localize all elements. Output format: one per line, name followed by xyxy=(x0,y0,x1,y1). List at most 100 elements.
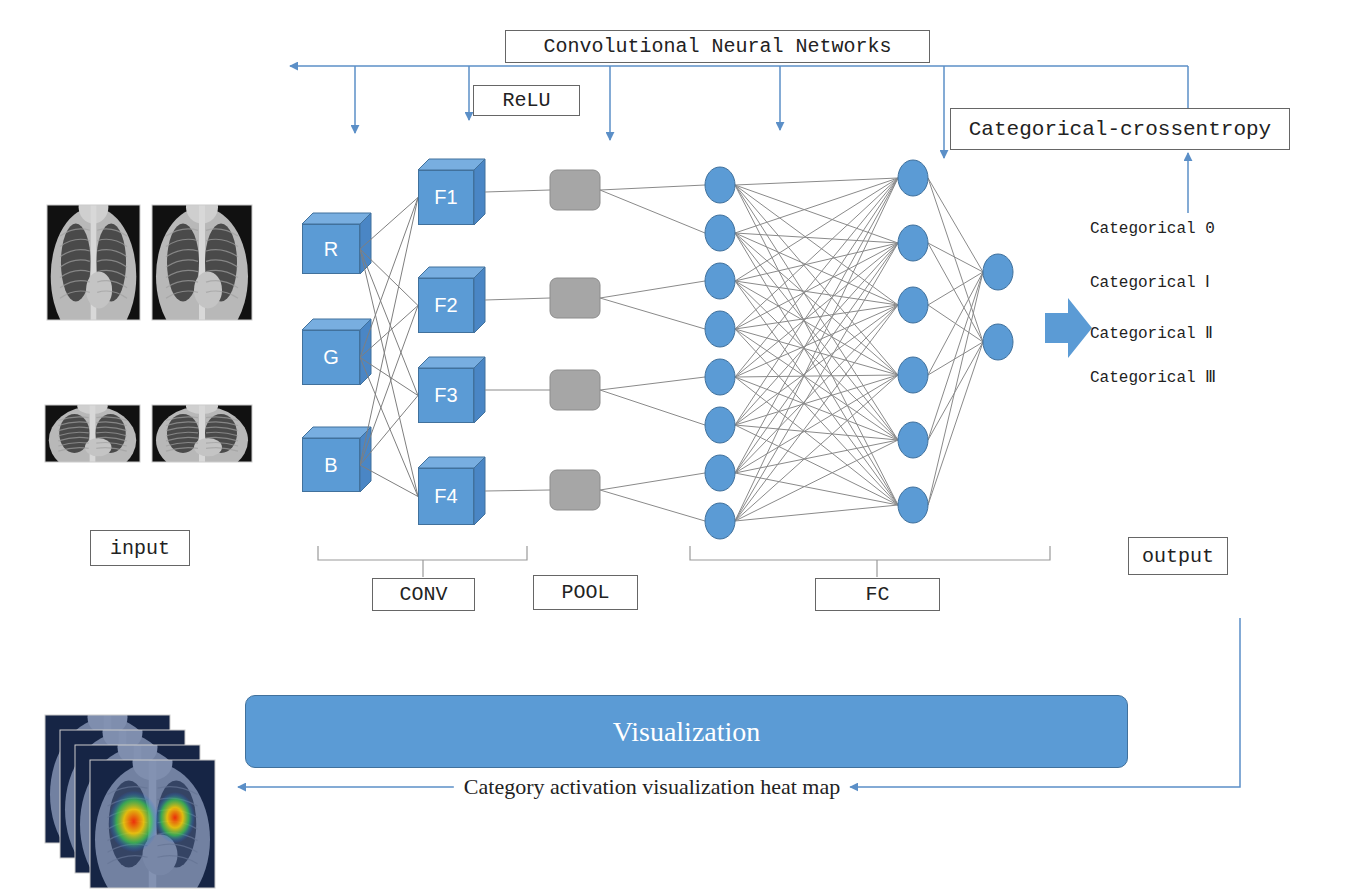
class-label: Categorical Ⅲ xyxy=(1090,367,1216,387)
xray-rib xyxy=(58,437,88,441)
neuron xyxy=(705,407,735,443)
class-label: Categorical 0 xyxy=(1090,220,1215,238)
xray-rib xyxy=(96,432,126,436)
pool-square xyxy=(550,370,600,410)
xray-rib xyxy=(96,442,126,446)
neuron xyxy=(898,160,928,196)
xray-image xyxy=(152,398,252,474)
fc-link xyxy=(600,390,705,425)
fc-link xyxy=(735,440,898,473)
xray-rib xyxy=(58,432,88,436)
pool-link xyxy=(485,490,550,491)
xray-rib xyxy=(166,239,198,246)
cube-side xyxy=(474,457,485,525)
connector-line xyxy=(360,465,418,497)
xray-content xyxy=(45,405,140,462)
neuron xyxy=(898,422,928,458)
xray-rib xyxy=(60,229,90,236)
connector-line xyxy=(360,358,418,396)
visualization-band: Visualization xyxy=(245,695,1128,768)
fc-link xyxy=(928,272,983,375)
fc-link xyxy=(735,233,898,305)
xray-rib xyxy=(97,270,127,277)
xray-rib xyxy=(206,437,238,441)
fc-link xyxy=(600,185,705,190)
visualization-arrows xyxy=(238,618,1240,787)
fc-link xyxy=(928,243,983,342)
xray-rib xyxy=(206,422,238,426)
xray-frame xyxy=(152,205,252,320)
xray-rib xyxy=(206,270,238,277)
xray-content xyxy=(47,205,140,320)
fc-link xyxy=(735,305,898,425)
arrow-line xyxy=(779,66,781,130)
bracket xyxy=(690,546,1050,577)
xray-rib xyxy=(166,437,198,441)
stage-box: input xyxy=(90,530,190,566)
loss-box: Categorical-crossentropy xyxy=(950,108,1290,150)
pool-link xyxy=(485,390,550,391)
heat-blob xyxy=(109,791,159,852)
fc-link xyxy=(735,281,898,440)
fc-link xyxy=(600,298,705,329)
cube-top xyxy=(302,213,371,224)
xray-rib xyxy=(97,229,127,236)
neuron xyxy=(898,225,928,261)
xray-image xyxy=(45,398,140,474)
xray-rib xyxy=(58,448,88,452)
xray-rib xyxy=(60,291,90,298)
node-text: F4 xyxy=(434,485,457,508)
connector-line xyxy=(360,198,418,466)
xray-rib xyxy=(96,422,126,426)
fc-link xyxy=(928,272,983,440)
xray-images xyxy=(45,191,252,474)
feature-cube: F1 xyxy=(418,170,474,225)
network-layers xyxy=(485,160,1013,539)
fc-link xyxy=(735,243,898,377)
fc-link xyxy=(735,243,898,281)
fc-link xyxy=(928,178,983,342)
xray-frame xyxy=(47,205,140,320)
output-arrow xyxy=(1045,298,1092,358)
xray-rib xyxy=(58,417,88,421)
fc-link xyxy=(735,178,898,329)
stage-box: FC xyxy=(815,578,940,611)
node-text: R xyxy=(324,238,338,261)
node-text: ReLU xyxy=(502,89,550,112)
fc-link xyxy=(735,377,898,505)
fc-link xyxy=(735,425,898,505)
stage-box: POOL xyxy=(533,575,638,610)
fc-link xyxy=(735,233,898,440)
neuron xyxy=(898,357,928,393)
xray-rib xyxy=(96,448,126,452)
arrow-line xyxy=(238,786,454,788)
xray-rib xyxy=(206,281,238,288)
neuron xyxy=(983,254,1013,290)
fc-link xyxy=(735,233,898,243)
xray-rib xyxy=(166,260,198,267)
neuron xyxy=(705,167,735,203)
fc-link xyxy=(735,233,898,505)
fc-link xyxy=(735,375,898,377)
node-text: Categorical-crossentropy xyxy=(969,118,1271,141)
activation-box: ReLU xyxy=(473,85,580,116)
fc-link xyxy=(928,342,983,375)
bracket xyxy=(318,546,527,577)
fc-link xyxy=(600,377,705,390)
neuron xyxy=(983,324,1013,360)
xray-rib xyxy=(166,250,198,257)
xray-rib xyxy=(58,422,88,426)
xray-rib xyxy=(60,260,90,267)
connector-line xyxy=(360,396,418,466)
arrow-line xyxy=(609,66,611,140)
xray-rib xyxy=(166,291,198,298)
xray-rib xyxy=(206,239,238,246)
fc-link xyxy=(600,281,705,298)
arrow-line xyxy=(354,66,356,133)
neuron xyxy=(705,311,735,347)
xray-rib xyxy=(206,291,238,298)
xray-rib xyxy=(58,427,88,431)
heatmap-images xyxy=(45,700,215,894)
arrow-line xyxy=(468,66,470,120)
